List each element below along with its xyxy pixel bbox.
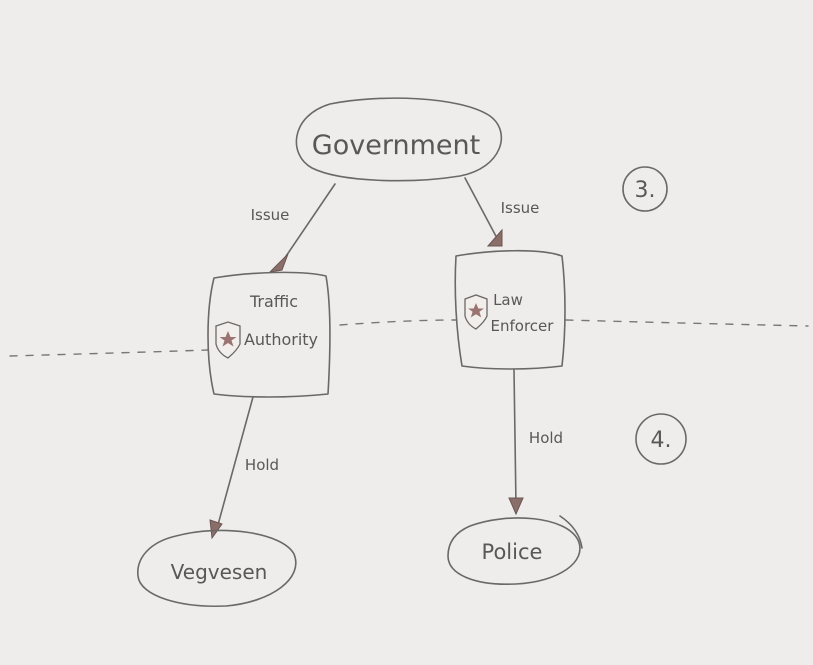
law-enforcer-label-line1: Law bbox=[493, 291, 523, 309]
police-label: Police bbox=[482, 540, 543, 564]
law-enforcer-node: Law Enforcer bbox=[454, 249, 566, 370]
traffic-authority-node: Traffic Authority bbox=[207, 271, 331, 398]
shield-star-icon bbox=[464, 294, 488, 330]
step-3-label: 3. bbox=[635, 178, 656, 203]
issue-arrow-left: Issue bbox=[251, 183, 336, 273]
hold-right-label: Hold bbox=[529, 429, 563, 447]
issue-left-label: Issue bbox=[251, 206, 290, 224]
hold-arrow-left: Hold bbox=[209, 396, 279, 540]
step-4-marker: 4. bbox=[635, 413, 687, 465]
level-separator-line-right bbox=[565, 319, 809, 327]
step-4-label: 4. bbox=[651, 428, 672, 453]
level-separator-line-middle bbox=[339, 319, 457, 326]
traffic-authority-label-line1: Traffic bbox=[249, 292, 298, 311]
government-label: Government bbox=[312, 130, 480, 161]
vegvesen-node: Vegvesen bbox=[137, 529, 297, 608]
government-node: Government bbox=[295, 97, 503, 182]
vegvesen-label: Vegvesen bbox=[171, 560, 268, 584]
law-enforcer-label-line2: Enforcer bbox=[491, 317, 555, 335]
step-3-marker: 3. bbox=[622, 166, 668, 212]
traffic-authority-label-line2: Authority bbox=[244, 330, 318, 349]
hold-left-label: Hold bbox=[245, 456, 279, 474]
police-node: Police bbox=[447, 515, 583, 585]
shield-star-icon bbox=[215, 321, 241, 359]
hold-arrow-right: Hold bbox=[508, 369, 563, 516]
level-separator-line bbox=[9, 349, 209, 357]
issue-right-label: Issue bbox=[501, 199, 540, 217]
issue-arrow-right: Issue bbox=[464, 177, 540, 247]
